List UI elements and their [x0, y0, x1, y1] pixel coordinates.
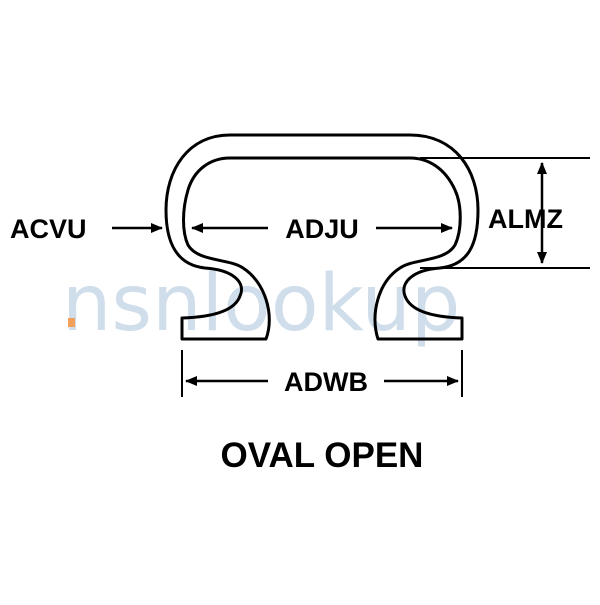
watermark-text: nsnlookup — [62, 259, 460, 349]
diagram-title: OVAL OPEN — [221, 436, 424, 475]
acvu-label: ACVU — [10, 214, 87, 244]
almz-label: ALMZ — [488, 204, 563, 234]
adju-label: ADJU — [285, 214, 359, 244]
adwb-label: ADWB — [284, 367, 368, 397]
profile-outer-contour — [164, 133, 480, 341]
watermark-accent-dot — [68, 318, 75, 327]
